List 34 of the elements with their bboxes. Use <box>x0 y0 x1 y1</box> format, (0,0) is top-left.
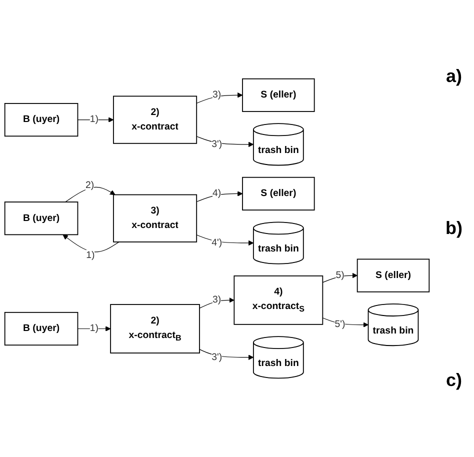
arrow <box>196 191 243 202</box>
edge-label: 1) <box>90 114 98 125</box>
node-box: B (uyer) <box>4 312 78 346</box>
node-box: B (uyer) <box>4 103 78 137</box>
panel-label: b) <box>446 218 462 239</box>
node-box: 4) x-contract$_{S}$ <box>234 275 324 325</box>
edge-label: 3) <box>212 294 222 305</box>
node-box: 3) x-contract <box>113 194 198 242</box>
node-box: S (eller) <box>356 258 430 292</box>
edge-label: 5') <box>334 319 346 330</box>
arrow <box>196 234 254 246</box>
edge-label: 5) <box>336 270 344 280</box>
node-box: S (eller) <box>242 78 315 112</box>
node-box: S (eller) <box>242 176 315 210</box>
panel-label: c) <box>446 370 462 392</box>
edge-label: 2) <box>85 180 94 190</box>
edge-label: 1) <box>90 323 98 334</box>
node-box: B (uyer) <box>4 202 78 236</box>
edge-label: 3') <box>212 352 222 362</box>
node-box: 2) x-contract <box>113 96 198 144</box>
arrow <box>199 349 254 360</box>
edge-label: 1) <box>86 250 95 260</box>
arrow <box>196 136 254 148</box>
arrow <box>77 326 111 332</box>
edge-label: 3') <box>212 138 222 150</box>
arrow <box>62 234 120 252</box>
edge-label: 3) <box>212 90 222 100</box>
arrow <box>196 92 243 104</box>
node-box: 2) x-contract$_{B}$ <box>110 304 200 354</box>
panel-label: a) <box>446 66 462 87</box>
edge-label: 4) <box>212 188 222 199</box>
arrow <box>77 117 114 122</box>
arrow <box>65 186 116 202</box>
edge-label: 4') <box>212 238 222 248</box>
